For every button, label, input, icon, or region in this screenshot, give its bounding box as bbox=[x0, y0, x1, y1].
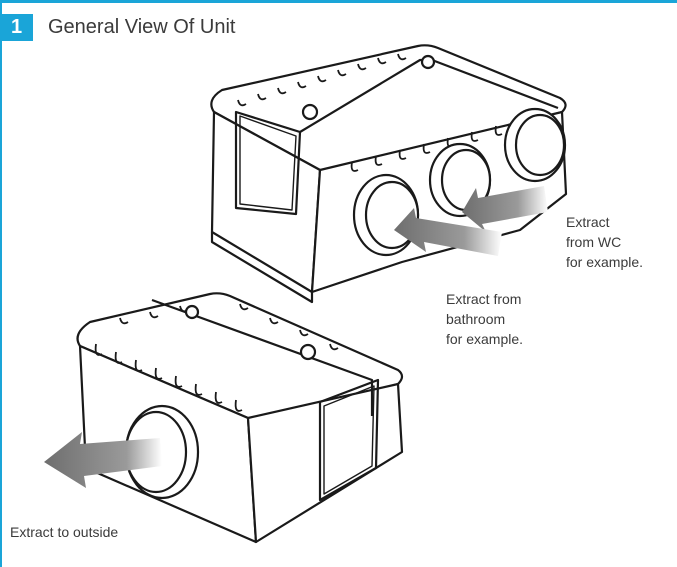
wc-extract-arrow bbox=[462, 186, 548, 232]
label-extract-bathroom: Extract from bathroom for example. bbox=[446, 291, 524, 347]
outside-extract-arrow bbox=[44, 432, 162, 488]
label-extract-wc: Extract from WC for example. bbox=[566, 214, 644, 270]
section-number-badge: 1 bbox=[0, 14, 33, 41]
label-extract-outside: Extract to outside bbox=[10, 524, 119, 540]
bottom-unit-drawing bbox=[76, 292, 404, 544]
top-unit-drawing bbox=[210, 44, 568, 304]
section-title: General View Of Unit bbox=[48, 16, 236, 38]
bathroom-extract-arrow bbox=[394, 208, 502, 256]
